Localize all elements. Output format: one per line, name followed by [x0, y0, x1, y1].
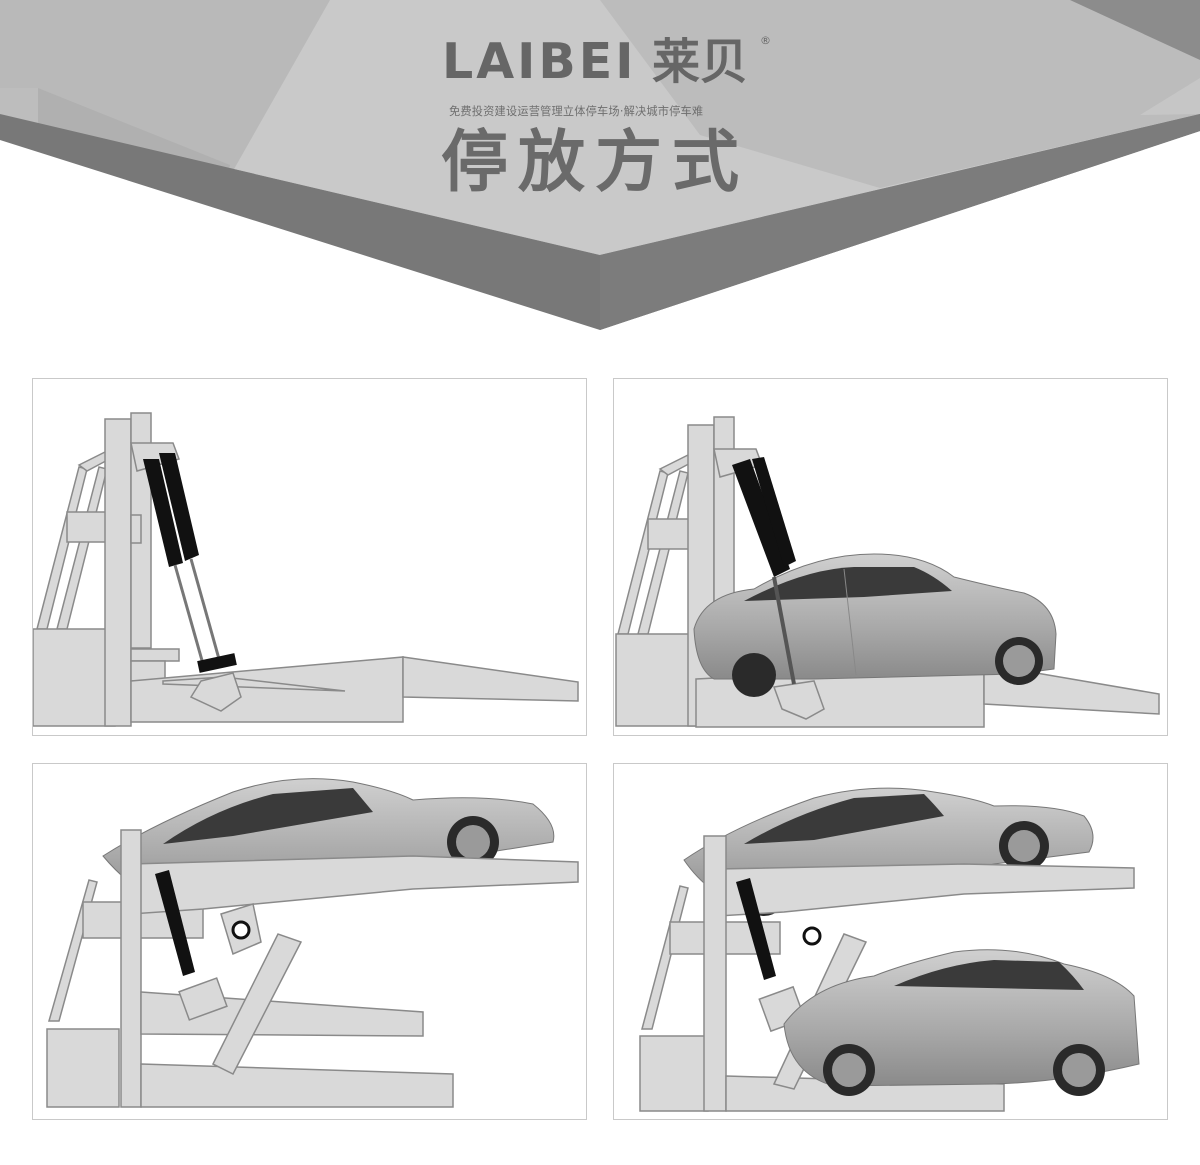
registered-mark: ®: [760, 34, 771, 47]
hydraulic-cylinder-icon: [732, 457, 796, 685]
brand-latin-text: LAIBEI: [442, 33, 637, 90]
hydraulic-cylinder-icon: [155, 870, 251, 976]
header-banner: LAIBEI 莱贝 ® 免费投资建设运营管理立体停车场·解决城市停车难 停放方式: [0, 0, 1200, 340]
panel-1-empty-platform: [32, 378, 587, 736]
header-background-shape: [0, 0, 1200, 330]
panel-2-car-on-platform: [613, 378, 1168, 736]
tagline: 免费投资建设运营管理立体停车场·解决城市停车难: [449, 105, 704, 118]
lift-illustration-car-entering: [615, 416, 1160, 728]
car-icon: [693, 553, 1057, 697]
page-title: 停放方式: [441, 123, 749, 201]
lift-illustration-platform-raised: [46, 778, 579, 1108]
hydraulic-cylinder-icon: [143, 453, 237, 673]
brand-logo: LAIBEI 莱贝 ®: [442, 34, 772, 94]
brand-cjk-text: 莱贝: [652, 34, 749, 90]
panel-4-two-cars: [613, 763, 1168, 1120]
hydraulic-cylinder-icon: [736, 878, 822, 980]
lift-illustration-two-cars: [639, 787, 1140, 1112]
panel-3-platform-raised: [32, 763, 587, 1120]
lower-car-icon: [783, 949, 1140, 1096]
lift-illustration-empty: [33, 412, 579, 727]
